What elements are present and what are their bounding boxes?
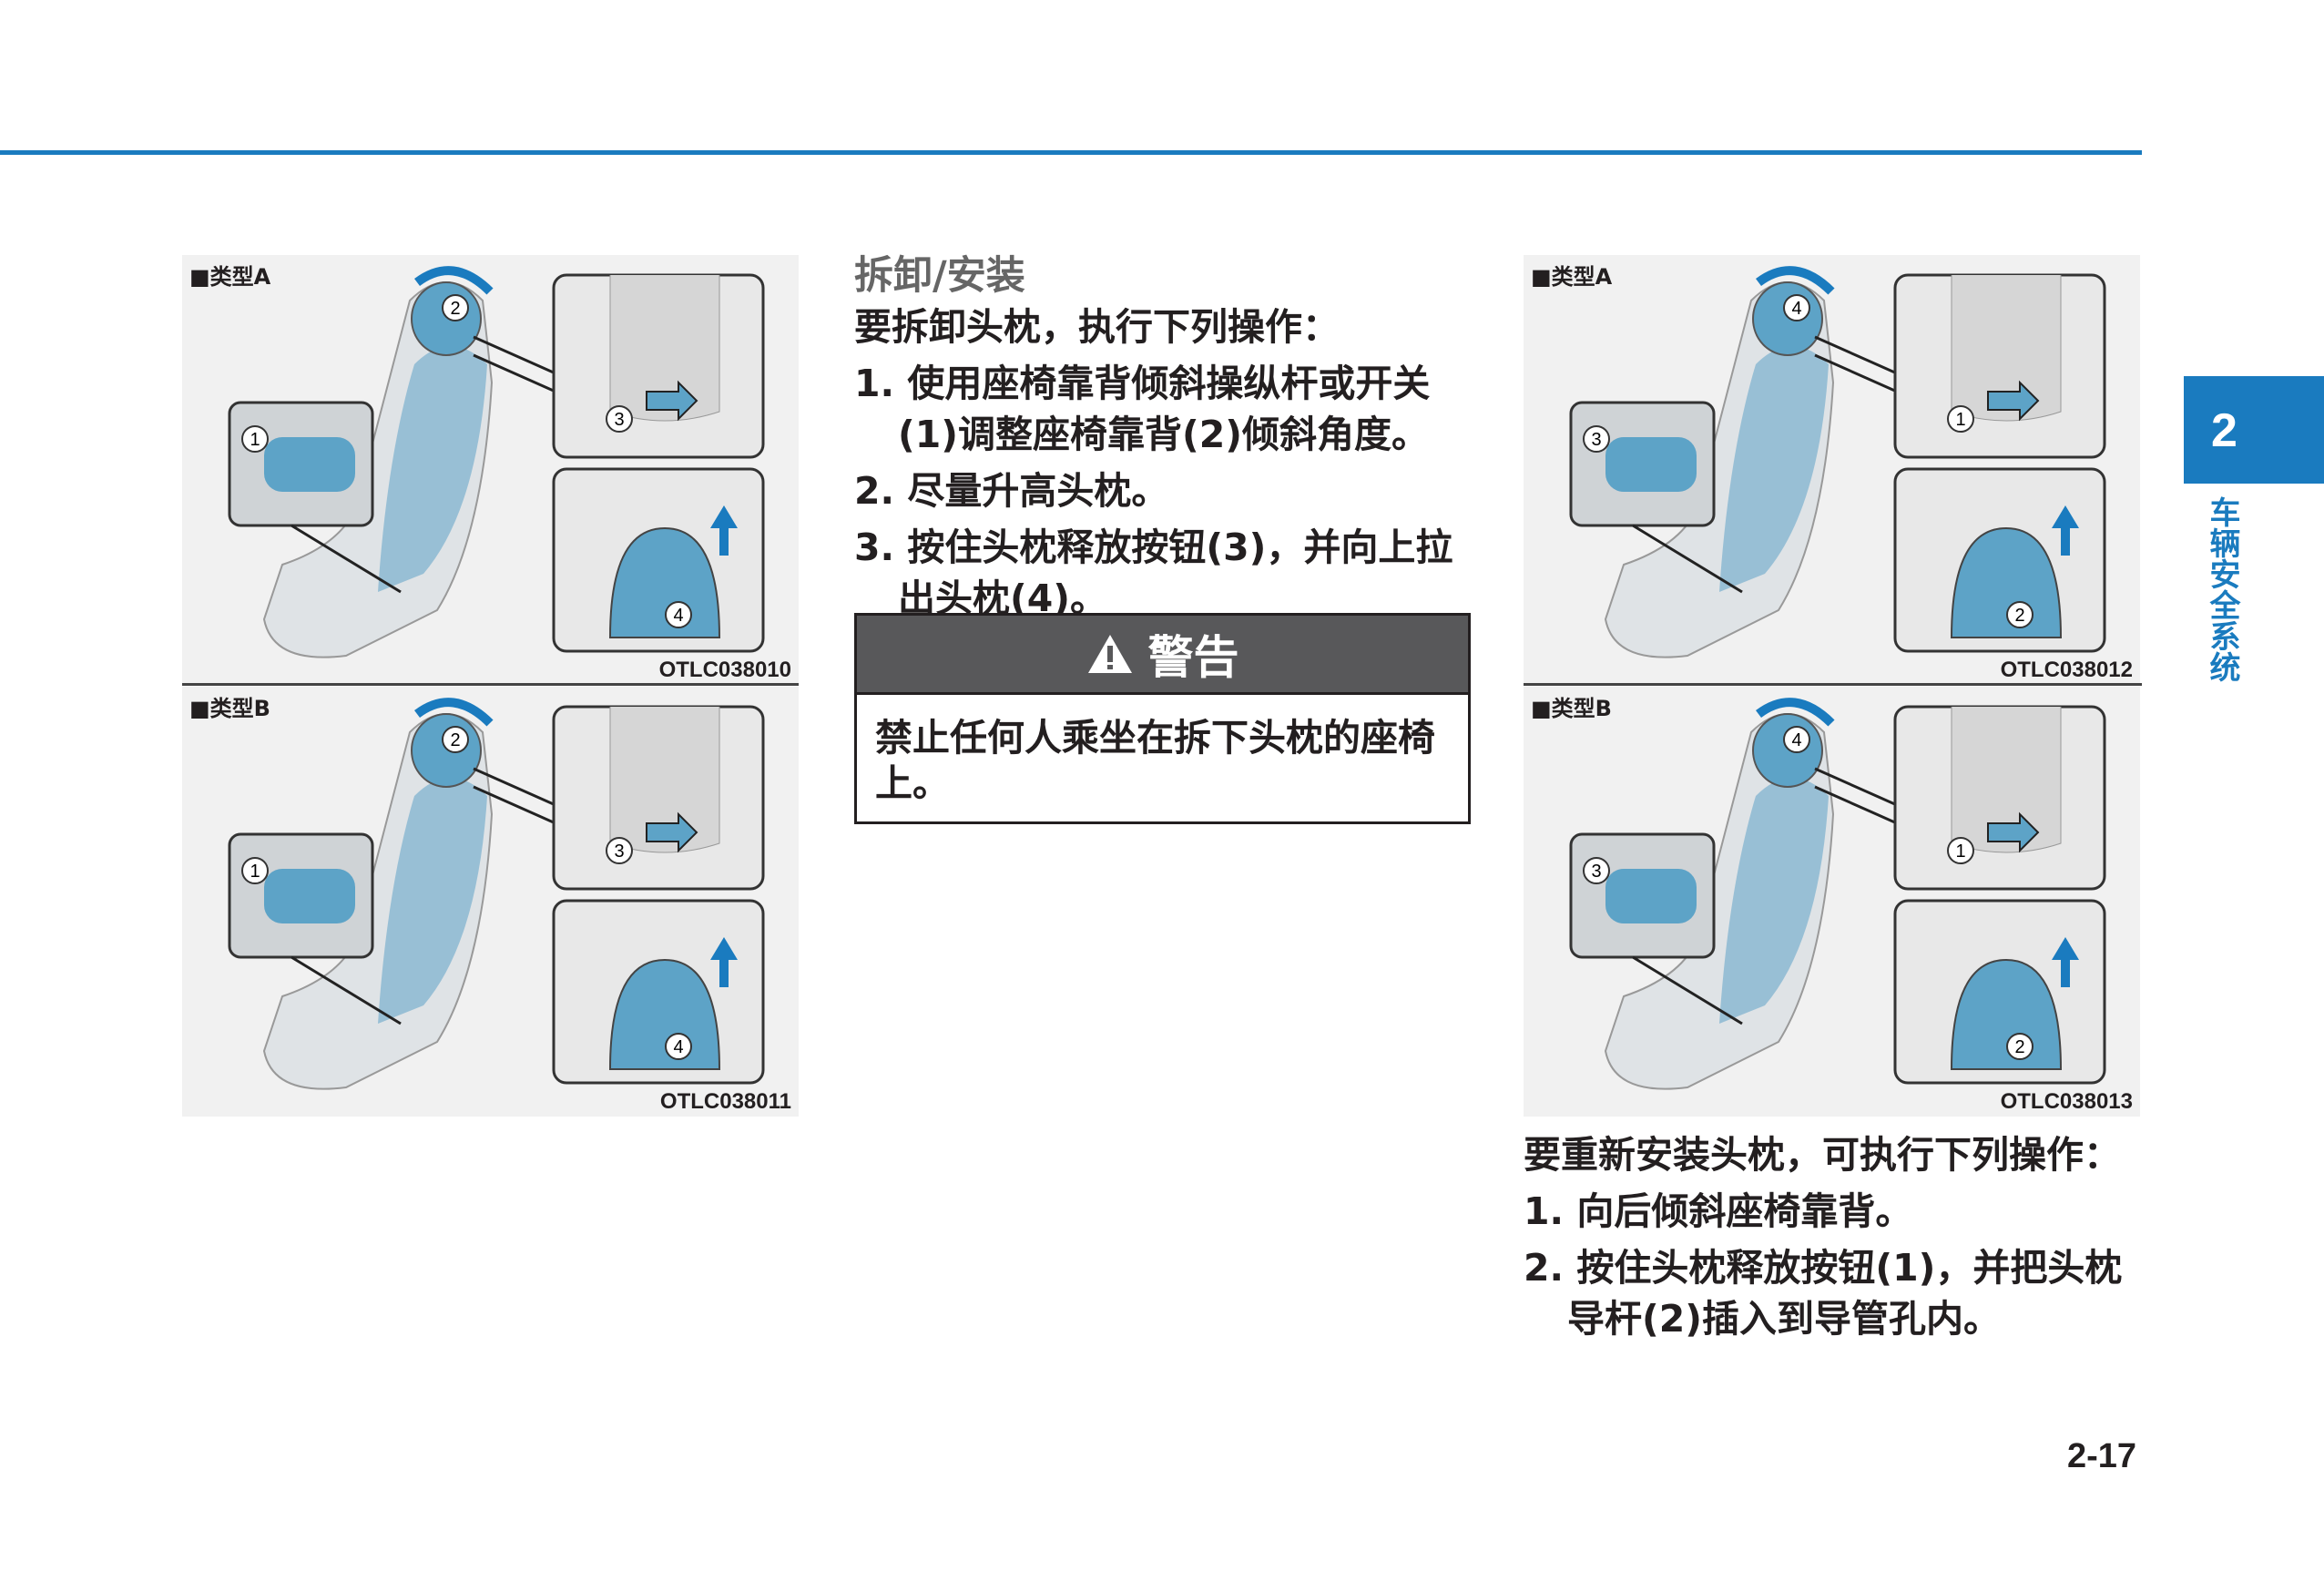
- warning-title: 警告: [1147, 631, 1239, 684]
- install-intro: 要重新安装头枕，可执行下列操作：: [1524, 1133, 2121, 1177]
- svg-text:3: 3: [614, 410, 624, 430]
- callout-marker: [1583, 425, 1610, 453]
- svg-text:3: 3: [614, 842, 624, 862]
- svg-text:4: 4: [673, 606, 683, 626]
- figure-type-a-install: 3 4 1 2 ■类型A OTLC038012: [1524, 255, 2140, 685]
- warning-text: 禁止任何人乘坐在拆下头枕的座椅上。: [857, 692, 1468, 826]
- svg-text:1: 1: [250, 862, 260, 882]
- figure-code: OTLC038012: [2000, 658, 2133, 682]
- install-section: 要重新安装头枕，可执行下列操作： 1. 向后倾斜座椅靠背。 2. 按住头枕释放按…: [1524, 1129, 2152, 1344]
- seat-illustration: 1 2 3 4: [228, 266, 765, 658]
- removal-section: 拆卸/安装 要拆卸头枕，执行下列操作： 1. 使用座椅靠背倾斜操纵杆或开关(1)…: [854, 250, 1483, 624]
- callout-marker: [241, 857, 269, 884]
- callout-marker: [442, 294, 469, 321]
- removal-step: 1. 使用座椅靠背倾斜操纵杆或开关(1)调整座椅靠背(2)倾斜角度。: [854, 362, 1431, 456]
- callout-marker: [1783, 726, 1810, 753]
- figure-divider: [182, 683, 799, 686]
- figure-label: ■类型B: [1531, 696, 1612, 721]
- figure-label: ■类型B: [189, 696, 270, 721]
- removal-intro: 要拆卸头枕，执行下列操作：: [854, 305, 1340, 349]
- callout-marker: [2006, 1033, 2034, 1060]
- install-step: 1. 向后倾斜座椅靠背。: [1524, 1189, 1913, 1233]
- figure-label: ■类型A: [189, 264, 271, 290]
- header-rule: [0, 150, 2142, 155]
- svg-text:3: 3: [1591, 430, 1601, 450]
- callout-marker: [606, 837, 633, 864]
- svg-text:2: 2: [450, 730, 460, 750]
- figure-type-a-removal: 1 2 3 4 ■类型A OTLC038010: [182, 255, 799, 685]
- chapter-title: 车辆安全系统: [2204, 496, 2240, 682]
- removal-step: 3. 按住头枕释放按钮(3)，并向上拉出头枕(4)。: [854, 525, 1453, 620]
- figure-label: ■类型A: [1531, 264, 1613, 290]
- warning-box: 警告 禁止任何人乘坐在拆下头枕的座椅上。: [854, 613, 1471, 824]
- svg-text:2: 2: [450, 299, 460, 319]
- warning-triangle-icon: [1087, 635, 1132, 673]
- callout-marker: [1783, 294, 1810, 321]
- section-title: 拆卸/安装: [854, 253, 1025, 299]
- callout-marker: [1947, 837, 1974, 864]
- seat-illustration: 3 4 1 2: [1569, 266, 2106, 658]
- callout-marker: [606, 405, 633, 433]
- install-step: 2. 按住头枕释放按钮(1)，并把头枕导杆(2)插入到导管孔内。: [1524, 1246, 2123, 1341]
- figure-code: OTLC038011: [659, 1089, 791, 1114]
- figure-code: OTLC038013: [2000, 1089, 2133, 1114]
- svg-text:4: 4: [1791, 730, 1801, 750]
- callout-marker: [2006, 601, 2034, 628]
- svg-text:4: 4: [1791, 299, 1801, 319]
- figure-code: OTLC038010: [658, 658, 791, 682]
- svg-text:2: 2: [2014, 606, 2024, 626]
- svg-text:1: 1: [250, 430, 260, 450]
- callout-marker: [442, 726, 469, 753]
- callout-marker: [665, 601, 692, 628]
- figure-type-b-install: 3 4 1 2 ■类型B OTLC038013: [1524, 687, 2140, 1117]
- chapter-tab[interactable]: 2: [2184, 376, 2324, 484]
- callout-marker: [1583, 857, 1610, 884]
- figure-type-b-removal: 1 2 3 4 ■类型B OTLC038011: [182, 687, 799, 1117]
- svg-text:1: 1: [1955, 842, 1965, 862]
- callout-marker: [665, 1033, 692, 1060]
- figure-divider: [1524, 683, 2142, 686]
- callout-marker: [1947, 405, 1974, 433]
- svg-text:3: 3: [1591, 862, 1601, 882]
- seat-illustration: 3 4 1 2: [1569, 698, 2106, 1090]
- callout-marker: [241, 425, 269, 453]
- svg-text:2: 2: [2014, 1037, 2024, 1057]
- svg-text:4: 4: [673, 1037, 683, 1057]
- removal-step: 2. 尽量升高头枕。: [854, 469, 1169, 513]
- page-number: 2-17: [2067, 1437, 2137, 1475]
- svg-text:1: 1: [1955, 410, 1965, 430]
- seat-illustration: 1 2 3 4: [228, 698, 765, 1090]
